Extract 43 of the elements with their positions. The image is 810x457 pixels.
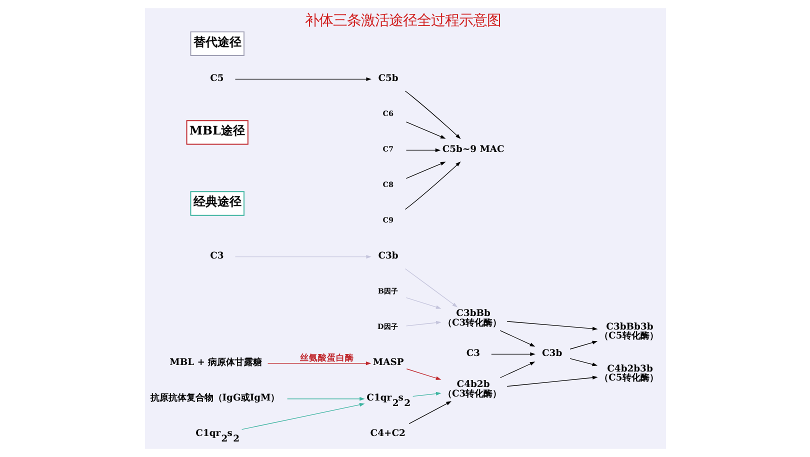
node-box: 经典途径 xyxy=(190,191,244,216)
node-box: 替代途径 xyxy=(190,31,244,56)
node-text: C5b~9 MAC xyxy=(442,144,504,155)
arrow xyxy=(286,397,364,401)
node-text: C3bBb3b （C5转化酶） xyxy=(599,321,658,342)
diagram-title: 补体三条激活途径全过程示意图 xyxy=(304,12,501,29)
edge-label: 丝氨酸蛋白酶 xyxy=(300,353,354,364)
arrow xyxy=(404,268,458,308)
arrow xyxy=(506,321,598,330)
node-text: C3bBb （C3转化酶） xyxy=(442,308,502,328)
arrow xyxy=(405,162,446,179)
node-text: MBL + 病原体甘露糖 xyxy=(169,357,262,368)
arrow xyxy=(405,320,441,326)
arrow xyxy=(405,297,441,309)
node-text: MASP xyxy=(372,357,404,368)
arrow xyxy=(404,90,460,139)
node-text: C4+C2 xyxy=(370,428,405,440)
arrow xyxy=(406,368,441,380)
arrow xyxy=(266,362,371,366)
arrow xyxy=(408,401,452,424)
arrow xyxy=(569,358,598,366)
arrow xyxy=(405,148,440,152)
node-text: C3 xyxy=(210,250,224,262)
arrow xyxy=(234,77,371,82)
node-text: C3b xyxy=(378,250,398,262)
node-text: C5b xyxy=(378,72,398,84)
node-text: C4b2b （C3转化酶） xyxy=(442,379,502,400)
node-text: C3b xyxy=(542,348,562,359)
node-text: C4b2b3b （C5转化酶） xyxy=(599,363,658,384)
arrow xyxy=(506,376,598,387)
arrow xyxy=(405,122,446,139)
arrow xyxy=(569,340,598,350)
node-text: C3 xyxy=(466,348,480,359)
arrow xyxy=(490,352,535,356)
node-text: 抗原抗体复合物（IgG或IgM） xyxy=(150,392,280,404)
arrow xyxy=(234,254,371,259)
node-text: C5 xyxy=(210,72,224,84)
node-box: MBL途径 xyxy=(186,120,248,145)
arrow xyxy=(412,392,441,397)
arrow xyxy=(240,402,364,430)
arrow xyxy=(404,162,460,210)
arrow xyxy=(499,330,535,347)
arrow xyxy=(499,362,535,378)
